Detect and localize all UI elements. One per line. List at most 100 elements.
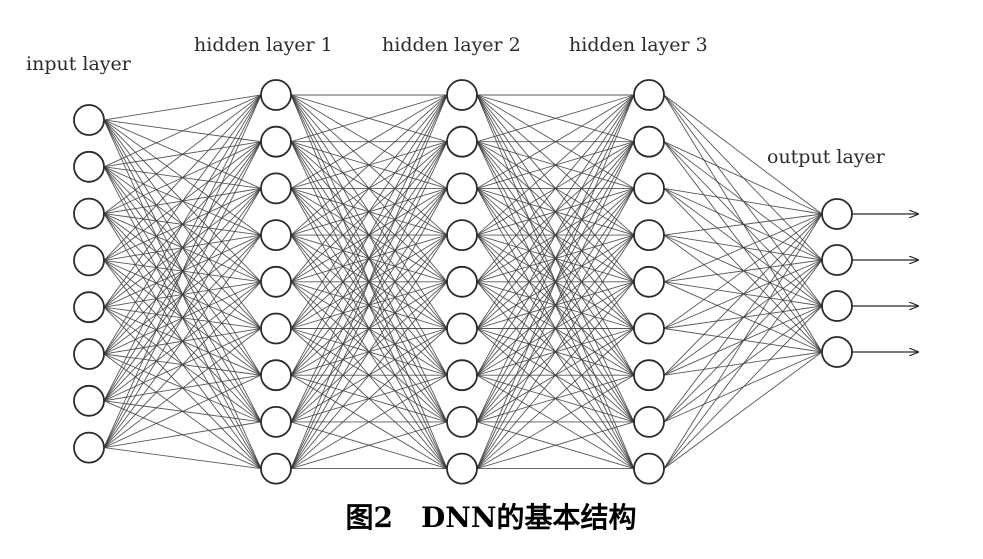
edge-l2-1-to-0: [476, 94, 635, 143]
figure-caption: 图2 DNN的基本结构: [346, 501, 637, 534]
output-node-3: [821, 336, 853, 368]
connection-edges: [103, 94, 823, 470]
edge-l3-8-to-0: [663, 213, 823, 469]
hidden1-node-8: [260, 452, 292, 485]
edge-l3-1-to-0: [663, 141, 823, 215]
hidden2-node-3: [446, 219, 478, 252]
edge-l2-4-to-0: [476, 94, 635, 283]
edge-l0-7-to-4: [103, 281, 262, 448]
hidden1-node-5: [260, 312, 292, 345]
edge-l1-8-to-2: [290, 188, 448, 469]
edge-l2-2-to-0: [476, 94, 635, 189]
edge-l2-8-to-1: [476, 141, 635, 469]
edge-l2-5-to-0: [476, 94, 635, 329]
edge-l0-2-to-0: [103, 94, 262, 214]
output-layer-label: output layer: [767, 146, 886, 168]
edge-l0-7-to-0: [103, 94, 262, 448]
output-node-1: [821, 244, 853, 276]
hidden3-node-7: [633, 405, 665, 438]
edge-l1-6-to-0: [290, 94, 448, 376]
hidden2-node-7: [446, 405, 478, 438]
edge-l1-8-to-3: [290, 234, 448, 469]
edge-l2-8-to-6: [476, 374, 635, 469]
edge-l3-4-to-0: [663, 213, 823, 283]
input-node-3: [73, 244, 105, 277]
hidden3-node-2: [633, 172, 665, 205]
edge-l1-8-to-1: [290, 141, 448, 469]
edge-l0-6-to-0: [103, 94, 262, 402]
hidden2-node-5: [446, 312, 478, 345]
hidden3-node-8: [633, 452, 665, 485]
output-arrows: [852, 214, 918, 352]
output-node-2: [821, 290, 853, 322]
hidden1-node-3: [260, 219, 292, 252]
input-node-6: [73, 384, 105, 417]
edge-l2-8-to-4: [476, 281, 635, 469]
edge-l0-7-to-7: [103, 421, 262, 449]
edge-l3-5-to-0: [663, 213, 823, 329]
hidden1-node-6: [260, 359, 292, 392]
hidden3-node-1: [633, 125, 665, 158]
hidden2-node-0: [446, 79, 478, 111]
edge-l1-8-to-0: [290, 94, 448, 469]
hidden2-node-1: [446, 125, 478, 158]
hidden2-node-4: [446, 265, 478, 298]
edge-l0-0-to-0: [103, 94, 262, 121]
input-node-5: [73, 338, 105, 370]
hidden2-node-2: [446, 172, 478, 205]
edge-l1-5-to-0: [290, 94, 448, 329]
edge-l1-4-to-0: [290, 94, 448, 283]
output-node-0: [821, 198, 853, 230]
edge-l0-5-to-0: [103, 94, 262, 355]
edge-l2-7-to-0: [476, 94, 635, 423]
input-node-7: [73, 431, 105, 464]
hidden1-node-1: [260, 125, 292, 158]
hidden1-node-0: [260, 79, 292, 111]
input-node-0: [73, 104, 105, 136]
edge-l2-6-to-0: [476, 94, 635, 376]
edge-l2-8-to-2: [476, 188, 635, 469]
edge-l0-7-to-3: [103, 234, 262, 448]
hidden-layer-1-label: hidden layer 1: [194, 34, 333, 56]
input-node-2: [73, 197, 105, 230]
hidden3-node-4: [633, 265, 665, 298]
edge-l1-8-to-5: [290, 328, 448, 469]
edge-l0-7-to-6: [103, 374, 262, 449]
hidden3-node-5: [633, 312, 665, 345]
neuron-nodes: [73, 79, 853, 485]
input-node-1: [73, 150, 105, 183]
edge-l1-3-to-0: [290, 94, 448, 236]
hidden3-node-0: [633, 79, 665, 111]
edge-l0-1-to-0: [103, 94, 262, 168]
hidden1-node-7: [260, 405, 292, 438]
edge-l1-8-to-6: [290, 374, 448, 469]
edge-l3-7-to-0: [663, 213, 823, 423]
hidden2-node-8: [446, 452, 478, 485]
edge-l3-8-to-2: [663, 305, 823, 469]
edge-l2-8-to-0: [476, 94, 635, 469]
edge-l0-7-to-1: [103, 141, 262, 448]
edge-l2-8-to-7: [476, 421, 635, 470]
edge-l3-6-to-0: [663, 213, 823, 376]
edge-l3-3-to-0: [663, 213, 823, 236]
edge-l3-2-to-0: [663, 187, 823, 215]
edge-l0-3-to-0: [103, 94, 262, 261]
hidden-layer-2-label: hidden layer 2: [382, 34, 521, 56]
edge-l3-8-to-3: [663, 351, 823, 469]
edge-l1-8-to-7: [290, 421, 448, 470]
edge-l3-0-to-0: [663, 94, 823, 215]
edge-l0-7-to-2: [103, 188, 262, 448]
input-node-4: [73, 291, 105, 324]
input-layer-label: input layer: [26, 53, 132, 75]
edge-l0-7-to-5: [103, 328, 262, 448]
edge-l1-8-to-4: [290, 281, 448, 469]
hidden-layer-3-label: hidden layer 3: [569, 34, 708, 56]
hidden1-node-2: [260, 172, 292, 205]
hidden3-node-6: [633, 359, 665, 392]
edge-l1-1-to-0: [290, 94, 448, 143]
hidden2-node-6: [446, 359, 478, 392]
hidden3-node-3: [633, 219, 665, 252]
hidden1-node-4: [260, 265, 292, 298]
edge-l2-3-to-0: [476, 94, 635, 236]
